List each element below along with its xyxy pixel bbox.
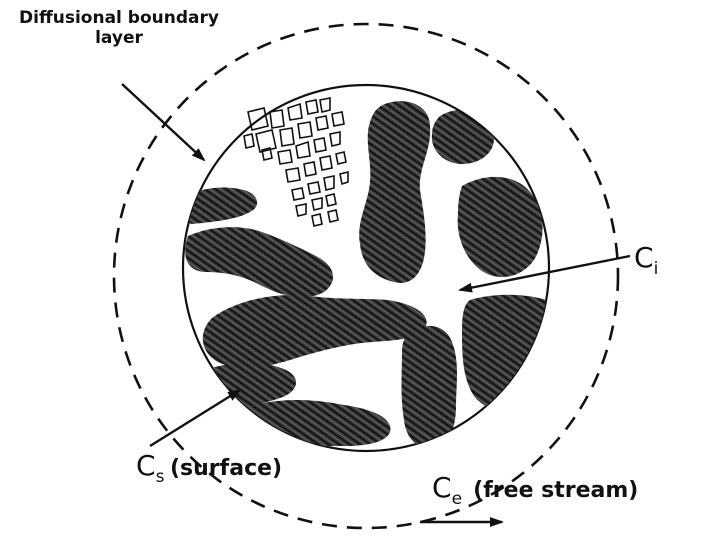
ci-subscript: i <box>654 259 659 279</box>
ce-subscript: e <box>452 489 462 509</box>
cs-text: (surface) <box>170 456 282 481</box>
boundary-layer-label: Diffusional boundary layer <box>8 10 230 47</box>
cs-arrow <box>150 390 240 446</box>
boundary-layer-label-line1: Diffusional boundary <box>8 10 230 27</box>
cs-subscript: s <box>156 467 165 487</box>
ce-symbol: C <box>432 471 452 504</box>
cs-symbol: C <box>136 449 156 482</box>
cs-label: Cs (surface) <box>136 452 282 480</box>
ce-label: Ce (free stream) <box>432 474 638 502</box>
boundary-layer-arrow <box>122 84 204 160</box>
ci-symbol: C <box>634 241 654 274</box>
boundary-layer-label-line2: layer <box>8 30 230 47</box>
ce-text: (free stream) <box>473 478 638 503</box>
ci-label: Ci <box>634 244 658 272</box>
